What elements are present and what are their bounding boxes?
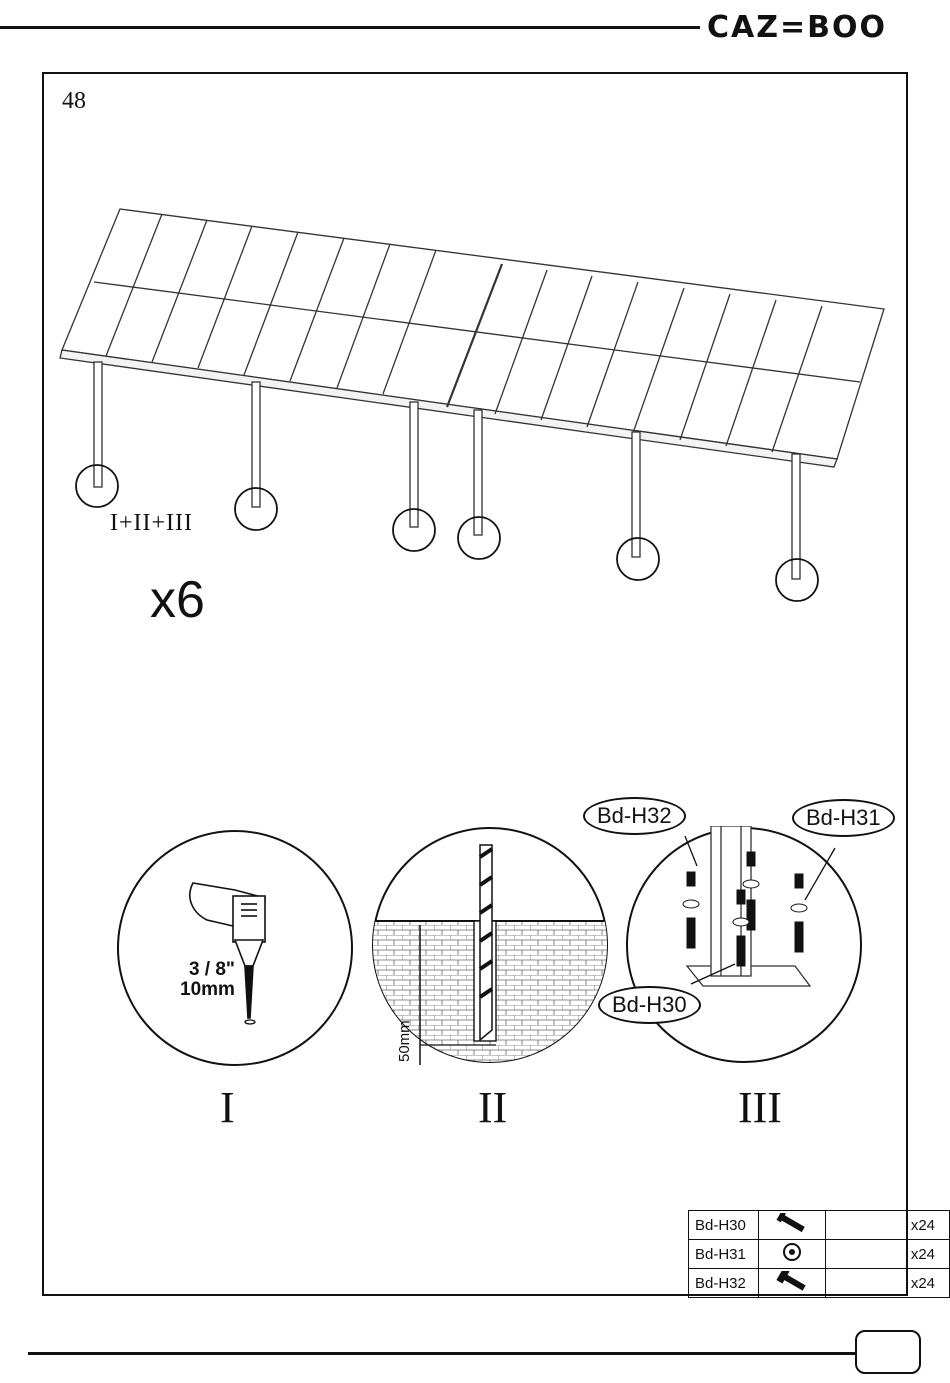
detail-anchor-illustration [625,826,863,1064]
callout-bd-h31: Bd-H31 [792,799,895,837]
multiplier: x6 [150,570,205,630]
footer-rule [28,1352,855,1355]
detail-numeral-1: I [220,1082,235,1133]
parts-row: Bd-H32 x24 [689,1269,950,1298]
page-number-box [855,1330,921,1374]
parts-row: Bd-H30 x24 [689,1211,950,1240]
header-rule [0,26,700,29]
drill-size-inch: 3 / 8" [180,960,235,980]
callout-bd-h32: Bd-H32 [583,797,686,835]
step-sequence: I+II+III [110,510,193,537]
callout-bd-h30: Bd-H30 [598,986,701,1024]
drill-size-label: 3 / 8" 10mm [180,960,235,1000]
drill-size-mm: 10mm [180,980,235,1000]
parts-row: Bd-H31 x24 [689,1240,950,1269]
detail-numeral-2: II [478,1082,507,1133]
washer-icon [759,1240,826,1269]
detail-numeral-3: III [738,1082,782,1133]
anchor-icon [759,1211,826,1240]
part-qty: x24 [826,1240,950,1269]
parts-table: Bd-H30 x24 Bd-H31 x24 Bd-H32 x24 [688,1210,950,1298]
part-code: Bd-H31 [689,1240,759,1269]
screw-icon [759,1269,826,1298]
depth-label: 50mm [396,1020,413,1062]
part-code: Bd-H32 [689,1269,759,1298]
brand-logo: CAZ=BOO [707,10,887,45]
part-qty: x24 [826,1211,950,1240]
detail-drill-illustration [115,828,355,1068]
canopy-illustration [42,72,908,632]
part-code: Bd-H30 [689,1211,759,1240]
part-qty: x24 [826,1269,950,1298]
